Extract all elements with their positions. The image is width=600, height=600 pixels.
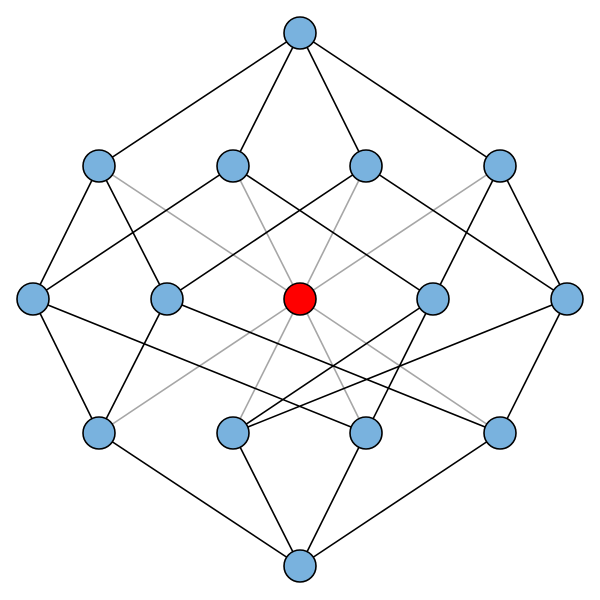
- node-bottom: [283, 549, 317, 583]
- edge-n0010-n0101: [32, 165, 234, 300]
- node-upper-right-inner: [349, 149, 383, 183]
- center-node-highlighted: [283, 282, 317, 316]
- edge-n0100-n1001: [499, 165, 568, 300]
- edge-n0101-n1100: [32, 298, 367, 434]
- edge-n0000-n0001: [98, 32, 301, 167]
- edge-n1000-n1011: [232, 298, 434, 434]
- edge-n1001-n1011: [232, 298, 568, 434]
- edge-n1010-n1110: [98, 432, 301, 567]
- node-lower-right-inner: [349, 416, 383, 450]
- outer-edge-group: [32, 32, 568, 567]
- edge-n1100-n1110: [299, 432, 367, 567]
- node-lower-left-inner: [216, 416, 250, 450]
- edge-n0110-n1010: [98, 298, 168, 434]
- node-upper-right-outer: [483, 149, 517, 183]
- edge-n0011-n0110: [166, 165, 367, 300]
- edge-n0100-n1000: [432, 165, 501, 300]
- inner-edge-n0111-n1011: [232, 298, 301, 434]
- edge-n1011-n1110: [232, 432, 301, 567]
- inner-edge-n0111-n0100: [299, 165, 501, 300]
- edge-n0000-n0011: [299, 32, 367, 167]
- node-upper-left-outer: [82, 149, 116, 183]
- node-right-inner: [416, 282, 450, 316]
- edge-n0000-n0010: [232, 32, 301, 167]
- node-group: [16, 16, 584, 583]
- edge-n1101-n1110: [299, 432, 501, 567]
- edge-n0010-n1000: [232, 165, 434, 300]
- node-left-inner: [150, 282, 184, 316]
- inner-edge-n0111-n0001: [98, 165, 301, 300]
- edge-n0101-n1010: [32, 298, 100, 434]
- node-right-outer: [550, 282, 584, 316]
- node-top: [283, 16, 317, 50]
- edge-n0000-n0100: [299, 32, 501, 167]
- node-lower-right-outer: [483, 416, 517, 450]
- node-left-outer: [16, 282, 50, 316]
- node-upper-left-inner: [216, 149, 250, 183]
- node-lower-left-outer: [82, 416, 116, 450]
- edge-n0001-n0101: [32, 165, 100, 300]
- edge-n1001-n1101: [499, 298, 568, 434]
